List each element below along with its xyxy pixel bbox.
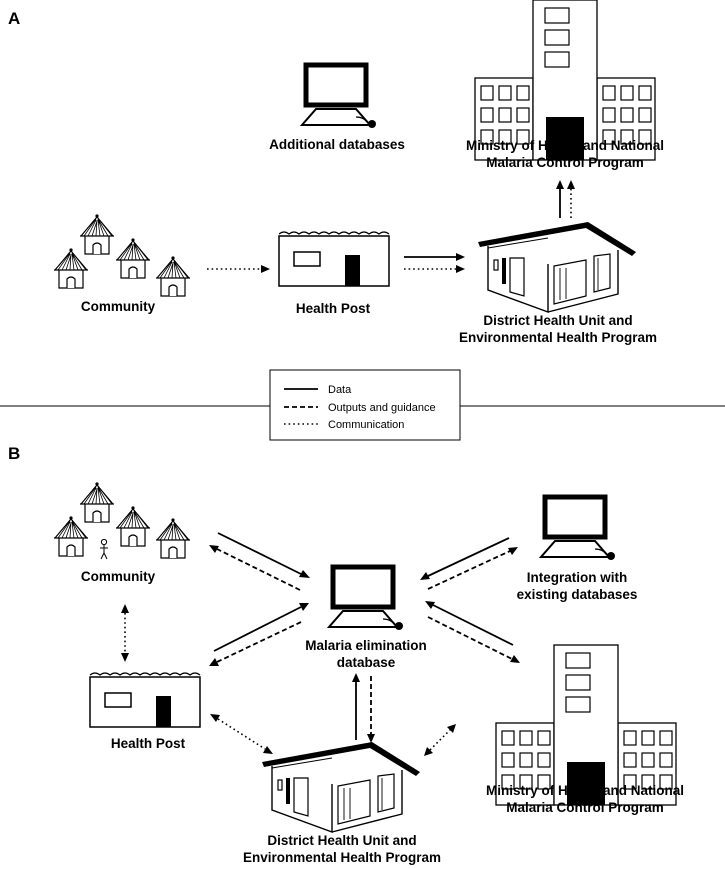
community-label-a: Community (81, 299, 156, 314)
arrow-district-to-ministry-data (556, 180, 564, 218)
integration-label-line2: existing databases (517, 587, 638, 602)
arrow-healthpost-to-district-communication (404, 265, 465, 273)
ministry-building-icon-b (495, 644, 677, 806)
ministry-label-a-line1: Ministry of Health and National (466, 138, 664, 153)
legend-communication-label: Communication (328, 419, 404, 431)
legend: Data Outputs and guidance Communication (269, 369, 461, 441)
health-post-label-a: Health Post (296, 301, 371, 316)
additional-databases-label: Additional databases (269, 137, 405, 152)
legend-data-label: Data (328, 384, 352, 396)
health-post-icon-b (89, 672, 201, 728)
district-label-a-line1: District Health Unit and (483, 313, 632, 328)
district-house-icon-b (261, 741, 421, 833)
ministry-label-b-line2: Malaria Control Program (506, 800, 664, 815)
arrow-community-to-database-data (217, 532, 310, 578)
ministry-label-b-line1: Ministry of Health and National (486, 783, 684, 798)
arrow-community-healthpost-communication (121, 604, 129, 662)
health-post-label-b: Health Post (111, 736, 186, 751)
arrow-healthpost-to-database-data (213, 603, 309, 652)
panel-b-letter: B (8, 444, 20, 463)
community-label-b: Community (81, 569, 156, 584)
arrow-database-to-integration-outputs (427, 547, 518, 590)
arrow-database-to-community-outputs (209, 545, 301, 591)
arrow-database-to-healthpost-outputs (209, 621, 302, 666)
integration-label-line1: Integration with (527, 570, 628, 585)
arrow-healthpost-to-district-data (404, 253, 465, 261)
malaria-database-label-line2: database (337, 655, 396, 670)
district-label-a-line2: Environmental Health Program (459, 330, 657, 345)
ministry-label-a-line2: Malaria Control Program (486, 155, 644, 170)
computer-icon-malaria-database (329, 567, 403, 630)
arrow-district-to-database-data (352, 673, 360, 740)
district-label-b-line2: Environmental Health Program (243, 850, 441, 865)
computer-icon-a (302, 65, 376, 128)
community-huts-icon-b (53, 481, 191, 560)
arrow-ministry-to-database-data (425, 601, 514, 646)
panel-a-letter: A (8, 9, 20, 28)
legend-outputs-label: Outputs and guidance (328, 402, 436, 414)
ministry-building-icon-a (474, 0, 656, 161)
arrow-district-ministry-communication (424, 724, 456, 756)
community-huts-icon-a (53, 213, 191, 297)
malaria-database-label-line1: Malaria elimination (305, 638, 427, 653)
arrow-healthpost-district-communication (210, 714, 273, 754)
arrow-integration-to-database-data (420, 537, 510, 580)
district-label-b-line1: District Health Unit and (267, 833, 416, 848)
health-post-icon-a (278, 231, 390, 287)
computer-icon-integration (541, 497, 615, 560)
arrow-database-to-ministry-outputs (427, 616, 520, 663)
arrow-community-to-healthpost-a (207, 265, 270, 273)
arrow-district-to-ministry-communication (567, 180, 575, 218)
arrow-database-to-district-outputs (367, 676, 375, 743)
district-house-icon-a (477, 221, 637, 313)
